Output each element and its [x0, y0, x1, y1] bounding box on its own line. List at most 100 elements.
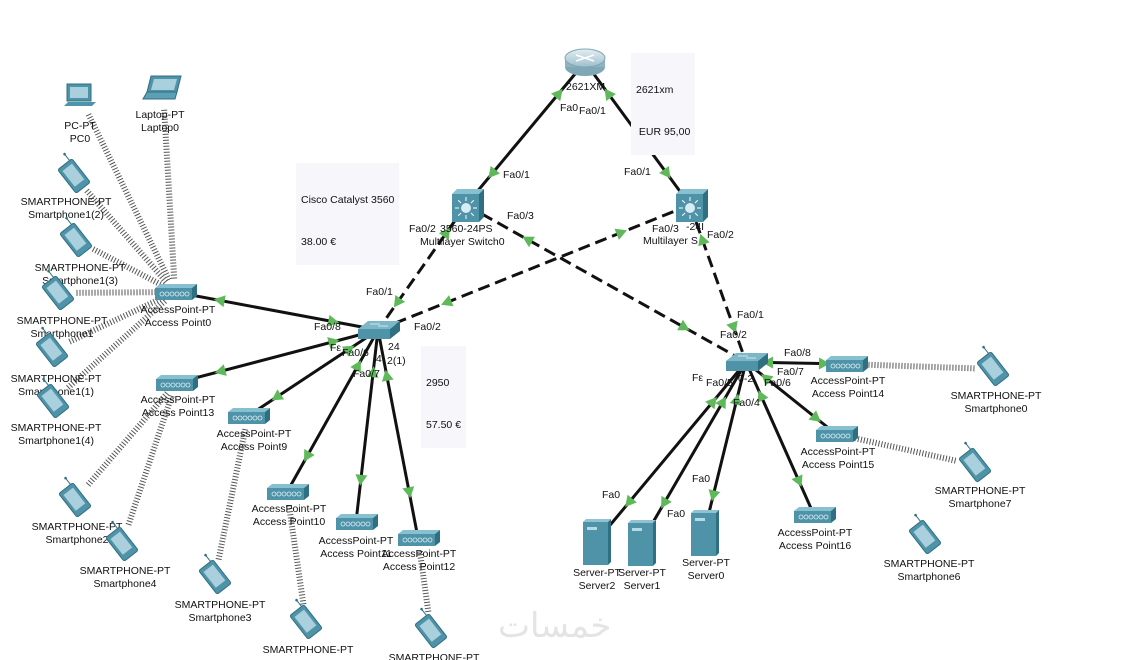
link-up-indicator	[522, 236, 535, 248]
link-up-indicator	[393, 294, 406, 308]
straight-link[interactable]	[639, 361, 748, 544]
multilayer-switch-device[interactable]	[676, 189, 708, 222]
crossover-link[interactable]	[376, 204, 468, 331]
straight-link[interactable]	[376, 329, 420, 539]
device-model-label: SMARTPHONE-PT	[21, 196, 112, 208]
straight-link[interactable]	[175, 328, 379, 385]
device-name-label: PC0	[70, 133, 91, 145]
link-up-indicator	[708, 489, 721, 502]
device-name-label: Smartphone3	[188, 612, 251, 624]
device-model-label: AccessPoint-PT	[811, 375, 886, 387]
straight-link[interactable]	[174, 290, 379, 332]
smartphone-device[interactable]: SMARTPHONE-PT	[389, 606, 480, 660]
device-name-label: Access Point0	[145, 317, 212, 329]
switch-device[interactable]	[358, 321, 400, 339]
device-name-label: Access Point13	[142, 407, 215, 419]
device-model-label: SMARTPHONE-PT	[17, 315, 108, 327]
link-up-indicator	[341, 345, 355, 357]
wireless-link	[161, 109, 178, 279]
port-label: Fa0/5	[706, 377, 733, 389]
device-name-label: Smartphone4	[93, 578, 156, 590]
laptop-icon	[142, 75, 182, 100]
port-label: 2(1)	[387, 355, 406, 367]
wireless-link	[68, 295, 165, 345]
device-model-label: SMARTPHONE-PT	[35, 262, 126, 274]
port-label: Fa0/1	[737, 309, 764, 321]
crossover-link[interactable]	[377, 203, 691, 332]
catalyst-price-note[interactable]: Cisco Catalyst 3560 38.00 €	[296, 163, 400, 265]
access-point-icon	[398, 530, 440, 546]
port-label: Fa0/1	[624, 166, 651, 178]
crossover-link[interactable]	[688, 204, 748, 363]
straight-link[interactable]	[744, 361, 816, 516]
device-name-label: Server1	[624, 580, 661, 592]
device-name-label: Server0	[688, 570, 725, 582]
port-label: Fa0/3	[507, 210, 534, 222]
straight-link[interactable]	[594, 361, 748, 543]
device-name-label: Smartphone6	[897, 571, 960, 583]
switch-device[interactable]	[726, 353, 768, 371]
switch-price-note[interactable]: 2950 57.50 €	[421, 346, 467, 448]
multilayer-switch-icon	[676, 189, 708, 222]
wireless-link	[85, 391, 170, 487]
device-model-label: Laptop-PT	[135, 109, 185, 121]
straight-link[interactable]	[702, 361, 748, 534]
port-label: 3560-24PS	[440, 223, 493, 235]
port-label: Fa0/1	[579, 105, 606, 117]
wireless-link	[848, 434, 957, 464]
device-name-label: Smartphone0	[964, 403, 1027, 415]
multilayer-switch-device[interactable]	[452, 189, 484, 222]
router-price-note[interactable]: 2621xm EUR 95,00	[631, 53, 696, 155]
router-device[interactable]	[564, 48, 606, 76]
smartphone-icon	[41, 269, 75, 311]
smartphone-icon	[36, 377, 70, 419]
link-up-indicator	[366, 366, 379, 378]
straight-link[interactable]	[285, 329, 380, 493]
wireless-link	[416, 550, 432, 613]
access-point-icon	[794, 507, 836, 523]
port-label: 0-2	[738, 373, 753, 385]
access-point-icon	[155, 284, 197, 300]
straight-link[interactable]	[464, 61, 587, 206]
wireless-link	[84, 188, 169, 284]
straight-link[interactable]	[745, 360, 837, 436]
smartphone-device[interactable]: SMARTPHONE-PT	[263, 597, 354, 656]
access-point-icon	[336, 514, 378, 530]
switch-icon	[358, 321, 400, 339]
straight-link[interactable]	[354, 329, 380, 523]
wireless-link	[125, 394, 175, 526]
device-name-label: Access Point14	[812, 388, 885, 400]
device-name-label: Smartphone1	[30, 328, 93, 340]
straight-link[interactable]	[247, 328, 379, 418]
link-up-indicator	[381, 369, 394, 382]
link-up-indicator	[661, 495, 672, 509]
link-up-indicator	[604, 88, 616, 102]
smartphone-icon	[908, 513, 942, 555]
smartphone-icon	[198, 553, 232, 595]
